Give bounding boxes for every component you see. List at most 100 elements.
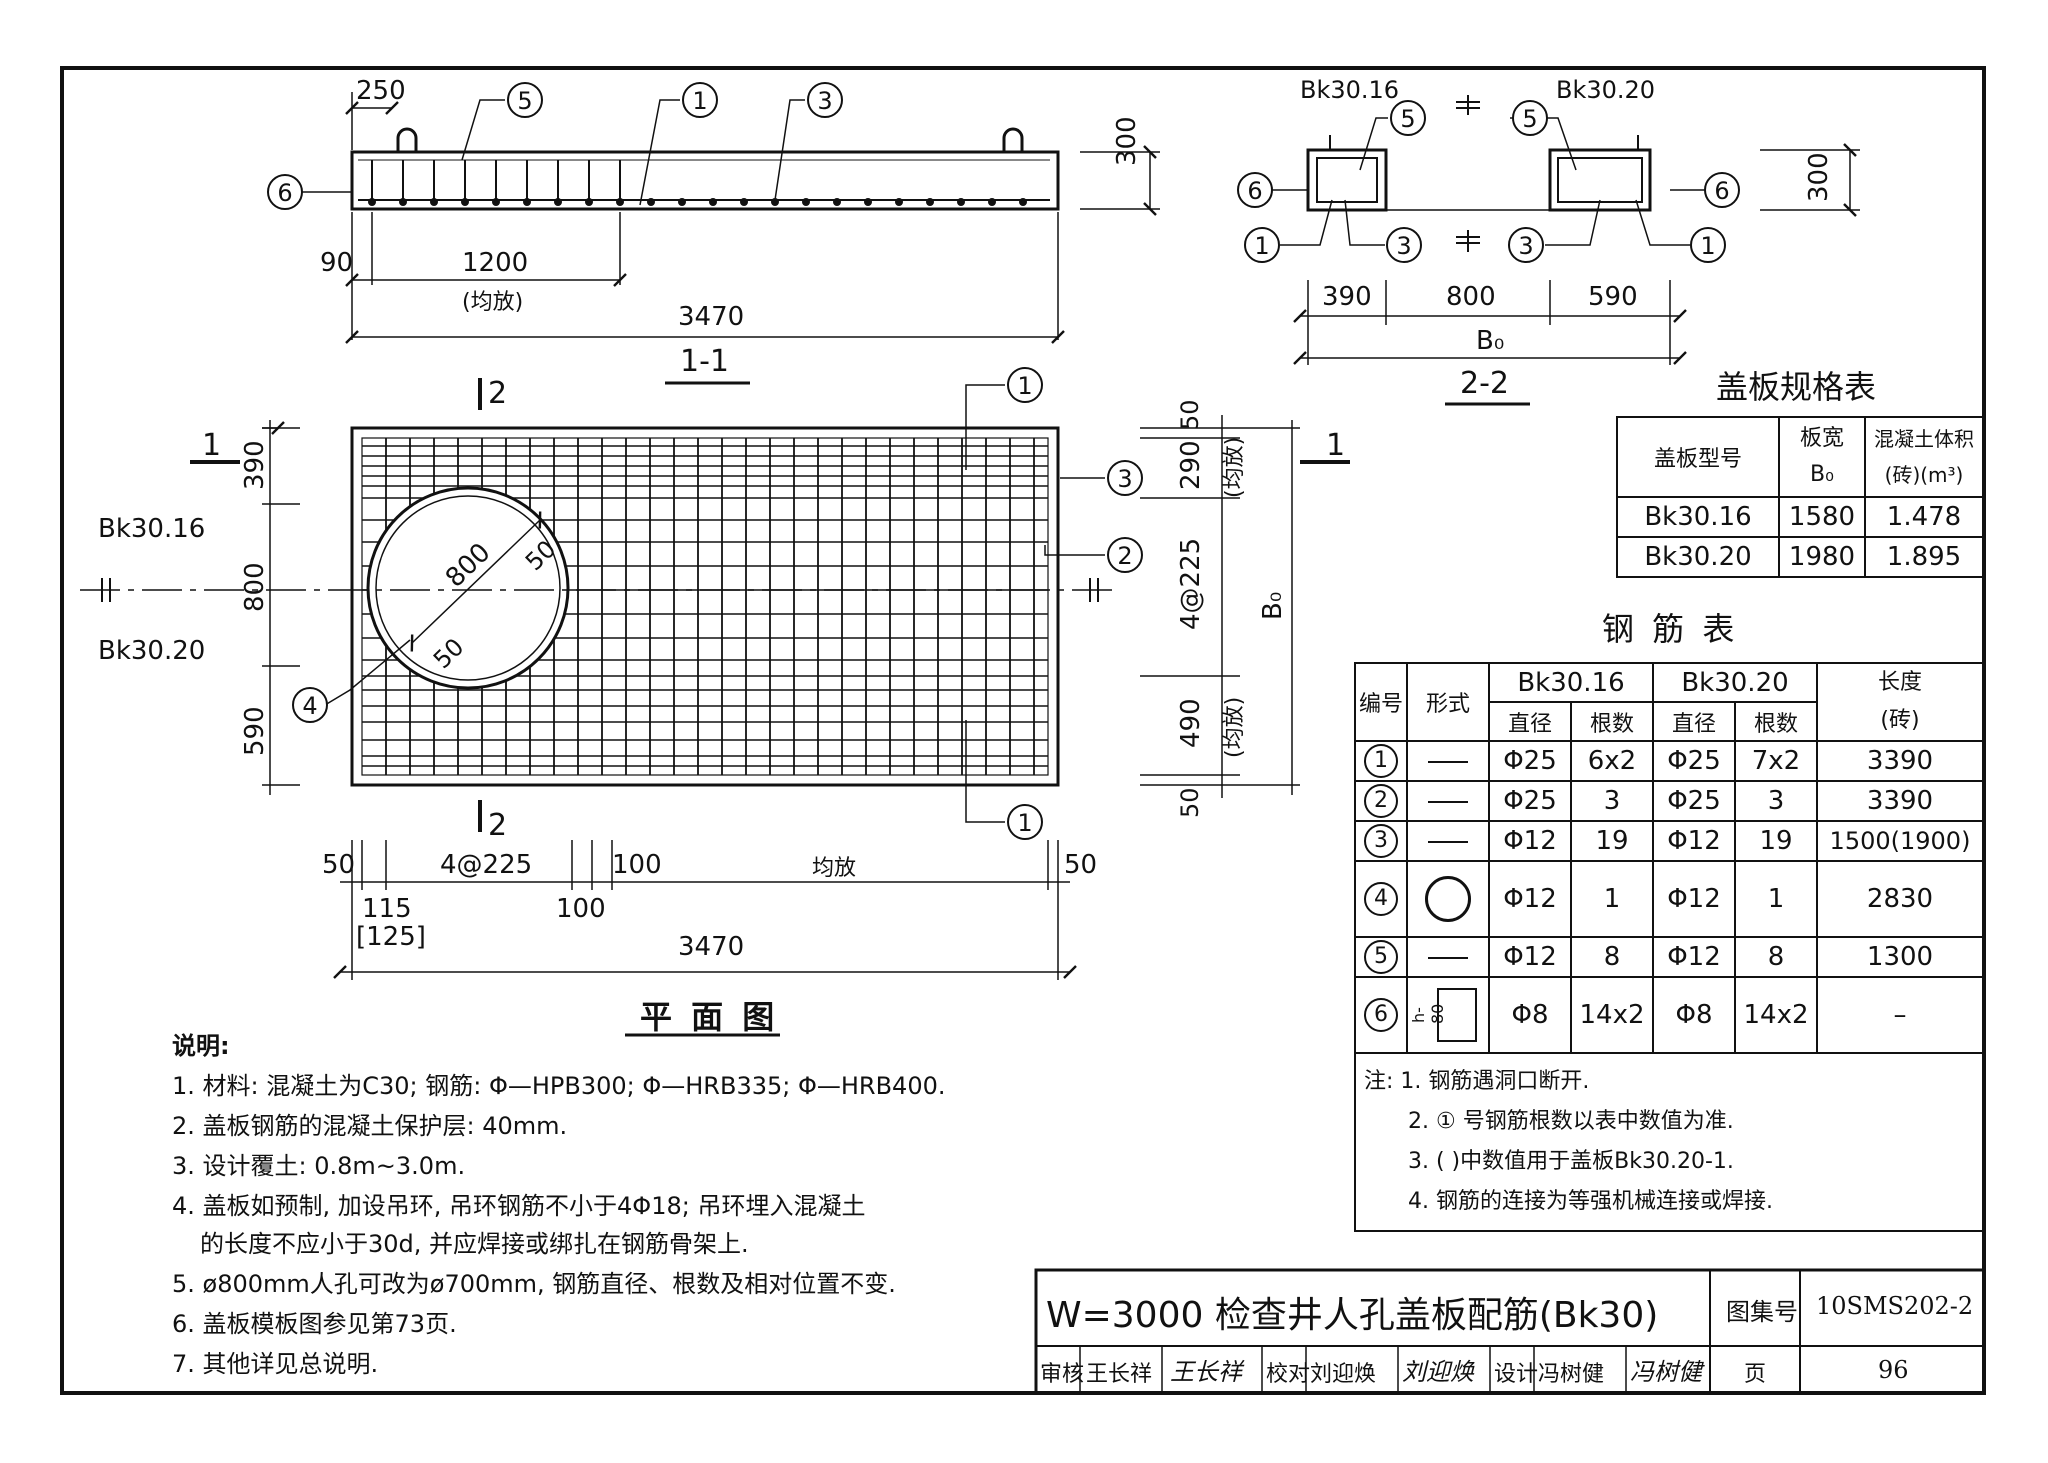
rebar-r2-n1: 19 (1570, 820, 1654, 862)
rebar-r1-d2: Φ25 (1652, 780, 1736, 822)
rebar-dot (461, 198, 469, 206)
s11-dim-250: 250 (356, 76, 406, 106)
rebar-h-dia2: 直径 (1652, 701, 1736, 742)
rebar-r2-n2: 19 (1734, 820, 1818, 862)
rebar-r0-n2: 7x2 (1734, 740, 1818, 782)
callout-marker: 1 (1690, 227, 1726, 263)
s11-dim-300: 300 (1112, 116, 1142, 166)
check-label: 校对 (1266, 1362, 1311, 1387)
desc-head: 说明: (172, 1032, 230, 1060)
callout-number: 2 (1117, 542, 1132, 570)
desc-item-7: 7. 其他详见总说明. (172, 1350, 379, 1378)
rebar-r4-n2: 8 (1734, 936, 1818, 978)
plan-bot-50b: 50 (1064, 850, 1098, 880)
section-1-1 (300, 92, 1160, 385)
plan-sec1-left: 1 (202, 428, 222, 463)
rebar-table: 编号 形式 Bk30.16 Bk30.20 长度(砖) 直径 根数 直径 根数 … (1354, 662, 1984, 1232)
section-2-2 (1272, 95, 1860, 406)
rebar-dot (616, 198, 624, 206)
rebar-r2-d2: Φ12 (1652, 820, 1736, 862)
rebar-dot (833, 198, 841, 206)
s11-title: 1-1 (680, 344, 729, 379)
plan-sec1-right: 1 (1326, 428, 1346, 463)
rebar-h-len: 长度(砖) (1816, 662, 1984, 742)
rebar-dot (895, 198, 903, 206)
callout-marker: 6 (1237, 172, 1273, 208)
rebar-r5-n1: 14x2 (1570, 976, 1654, 1054)
plan-sec2-top: 2 (488, 376, 508, 411)
rebar-shape-stirrup: h-80 (1406, 976, 1490, 1054)
rebar-dot (740, 198, 748, 206)
s11-dim-3470: 3470 (678, 302, 745, 332)
callout-number: 5 (1400, 105, 1415, 133)
s11-junfang: (均放) (462, 290, 524, 315)
plan-label-16: Bk30.16 (98, 514, 206, 544)
review-name: 王长祥 (1086, 1362, 1153, 1387)
plan-bot-3470: 3470 (678, 932, 745, 962)
callout-number: 4 (302, 692, 317, 720)
check-signature: 刘迎焕 (1402, 1358, 1474, 1386)
callout-number: 3 (1117, 465, 1132, 493)
callout-number: 1 (1017, 372, 1032, 400)
plan-bot-125: [125] (356, 922, 426, 952)
callout-number: 6 (1247, 177, 1262, 205)
rebar-shape-straight (1406, 936, 1490, 978)
plan-right-junfang1: (均放) (1222, 436, 1247, 498)
rebar-h-cnt2: 根数 (1734, 701, 1818, 742)
rebar-dot (1019, 198, 1027, 206)
s22-dim-390: 390 (1322, 282, 1372, 312)
rebar-dot (647, 198, 655, 206)
rebar-dot (430, 198, 438, 206)
plan-right-junfang2: (均放) (1222, 696, 1247, 758)
review-signature: 王长祥 (1170, 1358, 1242, 1386)
rebar-r0-d2: Φ25 (1652, 740, 1736, 782)
s22-dim-800: 800 (1446, 282, 1496, 312)
rebar-r5-n2: 14x2 (1734, 976, 1818, 1054)
rebar-dot (926, 198, 934, 206)
callout-number: 5 (1522, 105, 1537, 133)
rebar-no-3: 3 (1354, 820, 1408, 862)
plan-label-20: Bk30.20 (98, 636, 206, 666)
check-name: 刘迎焕 (1310, 1362, 1377, 1387)
callout-marker: 1 (682, 82, 718, 118)
spec-h-volume: 混凝土体积(砖)(m³) (1864, 416, 1984, 498)
rebar-dot (368, 198, 376, 206)
rebar-shape-straight (1406, 740, 1490, 782)
design-name: 冯树健 (1538, 1362, 1605, 1387)
design-label: 设计 (1494, 1362, 1539, 1387)
review-label: 审核 (1040, 1362, 1085, 1387)
rebar-dot (988, 198, 996, 206)
plan-bot-50a: 50 (322, 850, 356, 880)
rebar-r3-n2: 1 (1734, 860, 1818, 938)
callout-number: 1 (1254, 232, 1269, 260)
rebar-r4-d1: Φ12 (1488, 936, 1572, 978)
plan-bot-100b: 100 (556, 894, 606, 924)
spec-r0-model: Bk30.16 (1616, 496, 1780, 538)
rebar-table-title: 钢 筋 表 (1602, 610, 1739, 648)
plan-bot-100a: 100 (612, 850, 662, 880)
s22-dim-590: 590 (1588, 282, 1638, 312)
s22-dim-b0: B₀ (1476, 326, 1505, 356)
plan-bot-junfang: 均放 (812, 856, 857, 881)
callout-number: 3 (817, 87, 832, 115)
callout-marker: 1 (1007, 804, 1043, 840)
rebar-notes: 注: 1. 钢筋遇洞口断开. 2. ① 号钢筋根数以表中数值为准. 3. ( )… (1354, 1052, 1984, 1232)
rebar-r2-d1: Φ12 (1488, 820, 1572, 862)
callout-number: 6 (1714, 177, 1729, 205)
rebar-dot (864, 198, 872, 206)
rebar-r4-len: 1300 (1816, 936, 1984, 978)
desc-item-1: 1. 材料: 混凝土为C30; 钢筋: Φ—HPB300; Φ—HRB335; … (172, 1072, 946, 1100)
callout-marker: 1 (1007, 367, 1043, 403)
desc-item-4b: 的长度不应小于30d, 并应焊接或绑扎在钢筋骨架上. (200, 1230, 749, 1258)
callout-marker: 3 (1508, 227, 1544, 263)
spec-h-model: 盖板型号 (1616, 416, 1780, 498)
rebar-note-1: 1. 钢筋遇洞口断开. (1400, 1069, 1590, 1094)
callout-number: 1 (1017, 809, 1032, 837)
plan-left-800: 800 (240, 562, 270, 612)
callout-marker: 1 (1244, 227, 1280, 263)
rebar-r2-len: 1500(1900) (1816, 820, 1984, 862)
page-label: 页 (1744, 1362, 1767, 1387)
s11-dim-90: 90 (320, 248, 354, 278)
spec-table-title: 盖板规格表 (1716, 368, 1877, 406)
